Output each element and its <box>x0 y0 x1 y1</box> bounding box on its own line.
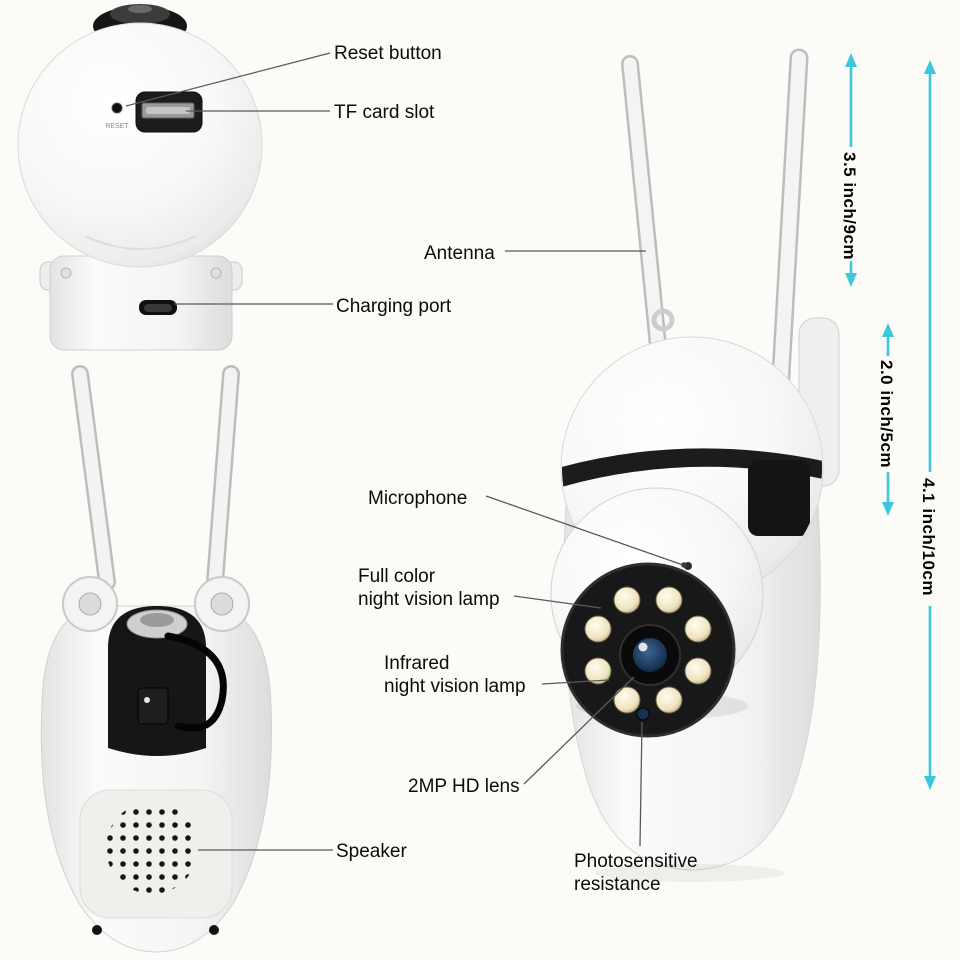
label-photosensitive: Photosensitive resistance <box>574 851 698 896</box>
leader-dot-microphone <box>681 562 687 568</box>
connector-block <box>137 687 169 725</box>
leader-reset <box>125 52 331 107</box>
night-vision-lamp <box>684 615 712 643</box>
night-vision-lamp-ring <box>584 586 712 714</box>
label-infrared-lamp: Infrared night vision lamp <box>384 653 526 698</box>
head-seam-band <box>562 448 822 536</box>
screw-hole <box>60 267 72 279</box>
dimension-head-height: 2.0 inch/5cm <box>877 360 896 469</box>
night-vision-lamp <box>655 586 683 614</box>
speaker-grille <box>106 802 198 894</box>
dimension-antenna-arrow <box>845 53 857 287</box>
dimension-antenna-height: 3.5 inch/9cm <box>840 152 859 261</box>
camera-base <box>39 255 243 351</box>
photosensitive-resistor <box>636 707 650 721</box>
open-interior <box>108 606 227 756</box>
label-microphone: Microphone <box>368 488 468 509</box>
charging-port <box>139 300 177 315</box>
leader-full-color-lamp <box>513 595 602 609</box>
hd-lens <box>619 624 681 686</box>
dimension-arrows <box>845 53 936 790</box>
night-vision-lamp <box>684 657 712 685</box>
leader-lines <box>125 52 684 851</box>
leader-photosensitive <box>639 721 643 847</box>
label-hd-lens: 2MP HD lens <box>408 776 520 797</box>
night-vision-lamp <box>584 657 612 685</box>
camera-main-view <box>550 48 840 882</box>
screw-hole <box>209 925 219 935</box>
antenna-left <box>71 365 116 591</box>
leader-hd-lens <box>523 676 635 785</box>
label-charging-port: Charging port <box>336 296 452 317</box>
internal-cable <box>164 632 227 732</box>
reset-button-hole: RESET <box>105 102 129 130</box>
antenna-mount <box>194 576 250 632</box>
label-reset-button: Reset button <box>334 43 442 64</box>
dimension-body-arrow <box>924 60 936 790</box>
antenna-right <box>770 48 809 402</box>
night-vision-lamp <box>655 686 683 714</box>
tf-card-slot-part <box>135 91 203 133</box>
camera-head-rear <box>17 22 263 268</box>
antenna-mount <box>62 576 118 632</box>
night-vision-lamp <box>613 586 641 614</box>
camera-back-view: RESET <box>17 4 263 351</box>
speaker-part <box>79 789 233 919</box>
screw-hole <box>92 925 102 935</box>
head-seam <box>84 235 197 250</box>
label-antenna: Antenna <box>424 243 495 264</box>
night-vision-lamp <box>613 686 641 714</box>
label-full-color-lamp: Full color night vision lamp <box>358 566 500 611</box>
night-vision-lamp <box>584 615 612 643</box>
antenna-right <box>206 365 240 591</box>
camera-bottom-view <box>40 365 272 953</box>
reset-marking: RESET <box>105 123 129 130</box>
leader-infrared-lamp <box>541 679 610 685</box>
dimension-body-height: 4.1 inch/10cm <box>919 478 938 597</box>
label-tf-card-slot: TF card slot <box>334 102 435 123</box>
screw-hole <box>210 267 222 279</box>
leader-microphone <box>485 495 684 566</box>
ground-shadow <box>595 864 785 882</box>
antenna-left <box>621 55 671 395</box>
label-speaker: Speaker <box>336 841 407 862</box>
hanging-loop <box>651 308 675 332</box>
dimension-head-arrow <box>882 323 894 516</box>
